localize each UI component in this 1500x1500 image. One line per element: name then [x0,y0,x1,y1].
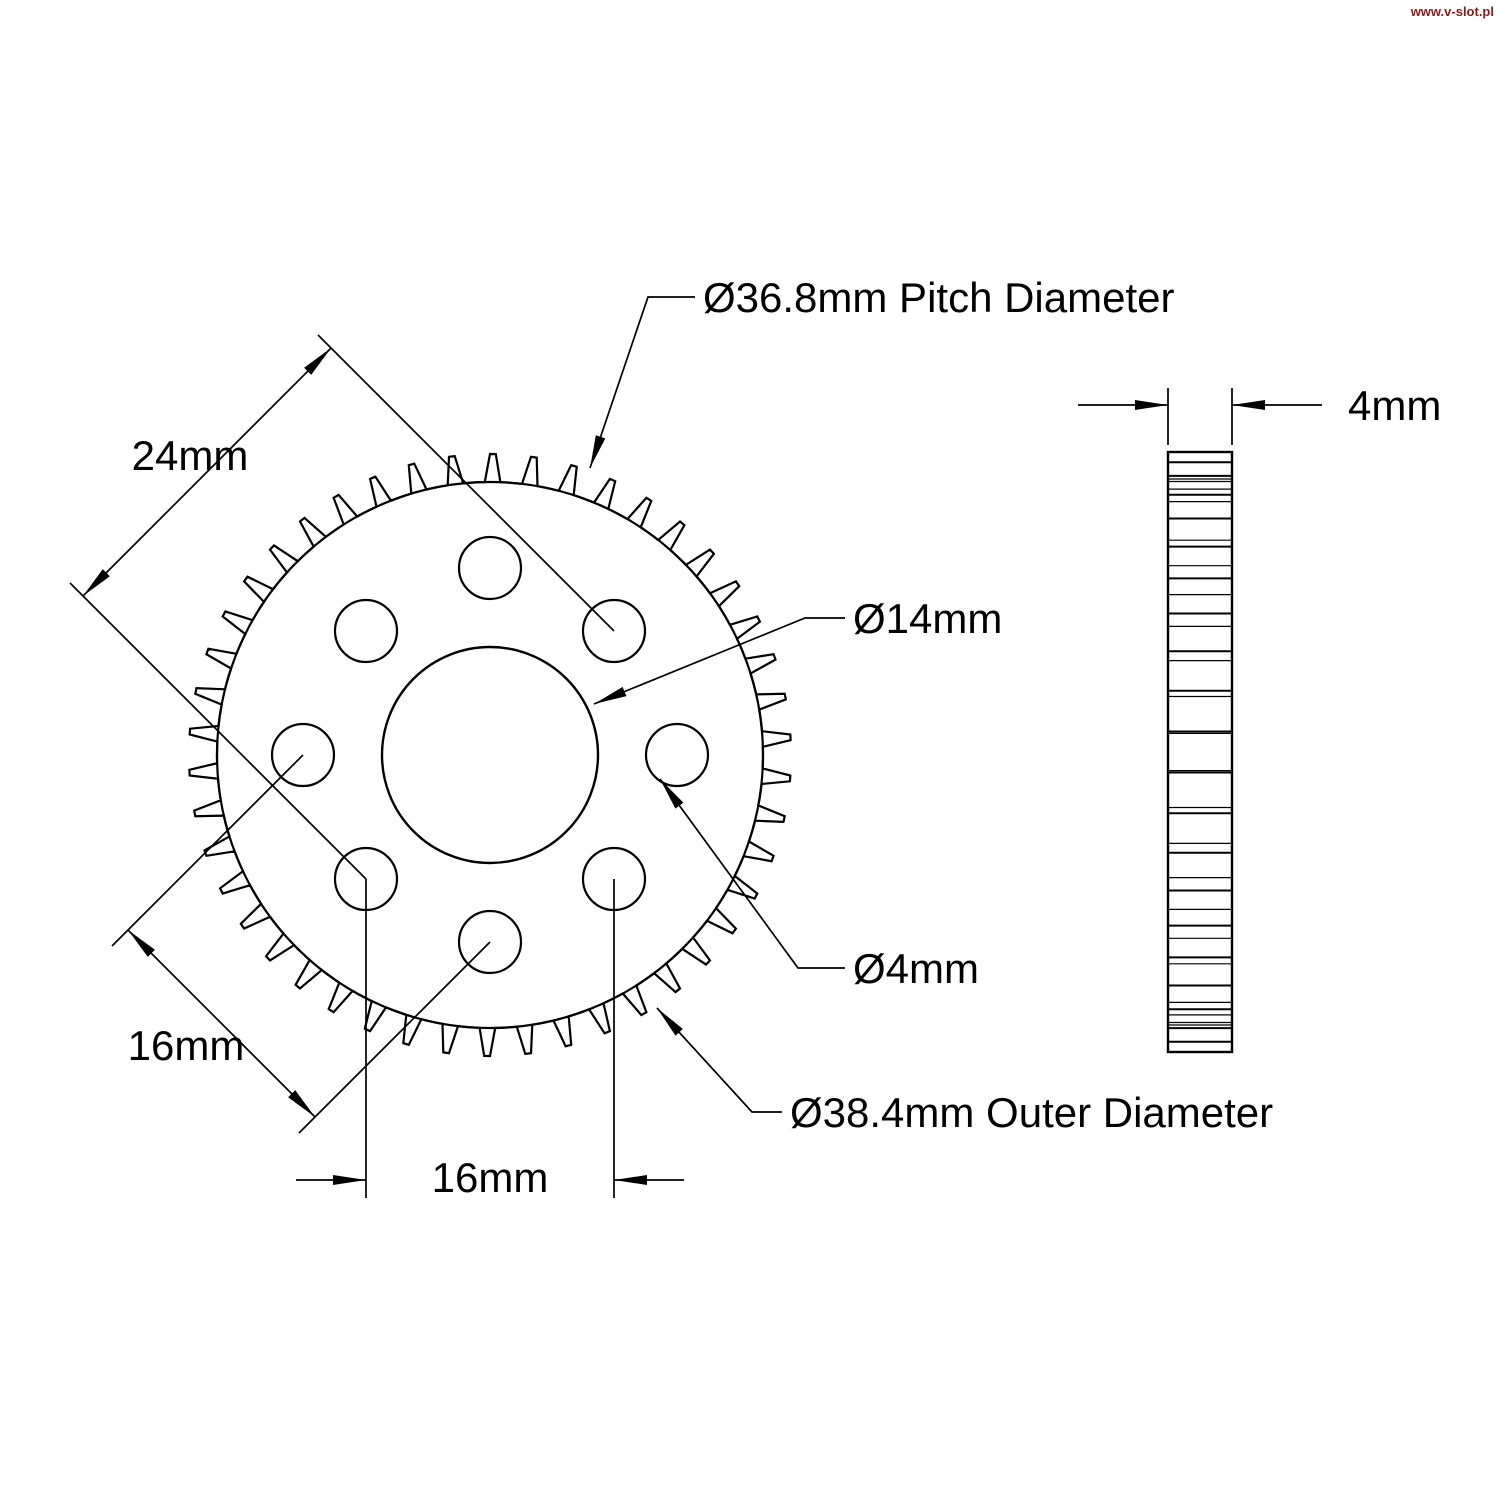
bore-circle [380,645,600,865]
gear-side-view: 4mm [1078,382,1441,1054]
gear-front-view [188,452,792,1058]
thickness-label: 4mm [1348,382,1441,429]
watermark-text: www.v-slot.pl [1410,4,1494,19]
dimension-16mm-diagonal: 16mm [111,754,491,1134]
bore-label: Ø14mm [853,595,1002,642]
leader-outer-diameter: Ø38.4mm Outer Diameter [656,1007,1273,1136]
dimension-line [127,929,316,1118]
pitch-diameter-label: Ø36.8mm Pitch Diameter [703,274,1174,321]
dimension-4mm: 4mm [1078,382,1441,445]
hole-label: Ø4mm [853,945,979,992]
extension-line [317,334,615,632]
gear-root-circle [215,480,765,1030]
outer-diameter-label: Ø38.4mm Outer Diameter [790,1089,1273,1136]
side-view-tooth-lines [1168,461,1232,1043]
dimension-label-16mm-diagonal: 16mm [128,1022,245,1069]
leader-hole: Ø4mm [659,778,979,992]
dimension-24mm: 24mm [69,334,615,880]
mounting-hole-nw [333,598,399,664]
dimension-line [82,347,332,597]
leader-bore: Ø14mm [593,595,1002,705]
mounting-hole-e [644,722,710,788]
dimension-16mm-horizontal: 16mm [296,879,684,1201]
leader-line [589,296,695,469]
extension-line [69,582,367,880]
mounting-hole-s [457,909,523,975]
dimension-label-24mm: 24mm [132,432,249,479]
leader-line [656,1007,782,1113]
extension-line [298,941,491,1134]
gear-teeth-outline [188,452,792,1058]
dimension-label-16mm-horizontal: 16mm [432,1154,549,1201]
leader-line [593,617,845,705]
mounting-hole-n [457,535,523,601]
mounting-hole-ne [581,598,647,664]
leader-pitch-diameter: Ø36.8mm Pitch Diameter [589,274,1174,469]
mounting-hole-w [270,722,336,788]
extension-line [111,754,304,947]
leader-line [659,778,845,969]
side-view-outline [1166,450,1234,1054]
